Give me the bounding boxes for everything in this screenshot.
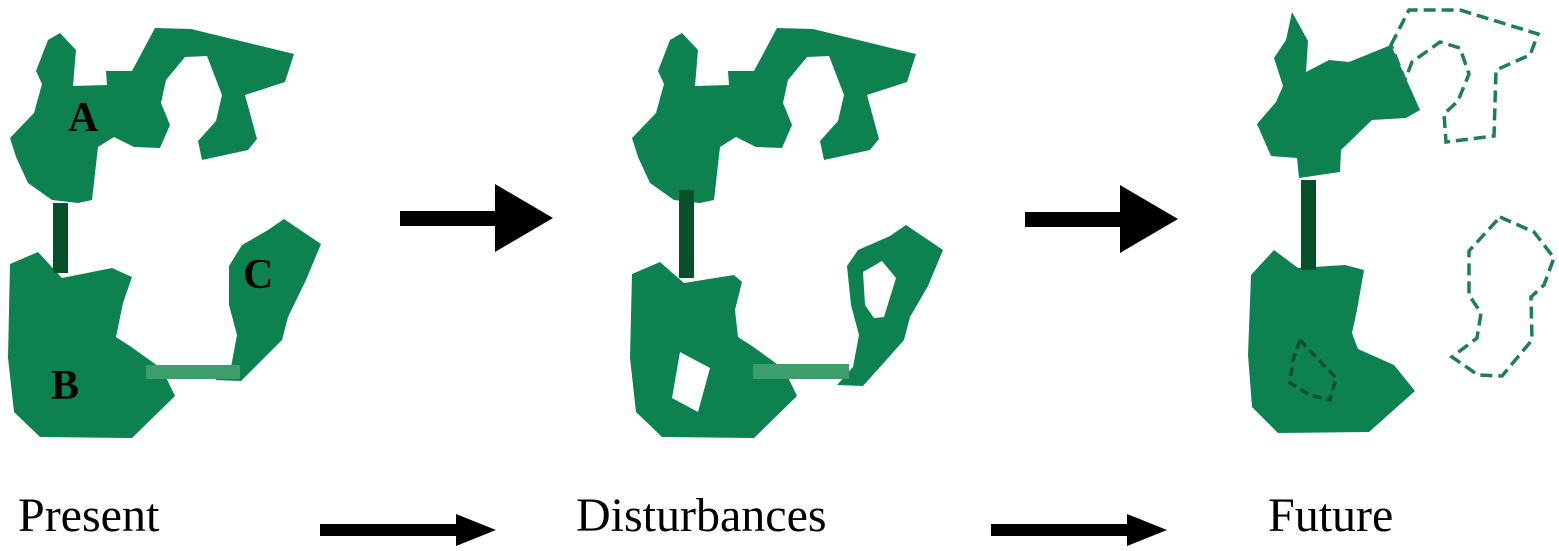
habitat-patch-c-disturbed — [837, 225, 943, 386]
stage-arrow-1 — [320, 510, 500, 550]
panel-future — [1248, 10, 1554, 433]
habitat-patch-b-disturbed — [630, 262, 797, 438]
habitat-patch-a — [632, 28, 916, 203]
arrow-present-to-disturbances — [400, 184, 553, 252]
corridor-a-b — [53, 203, 68, 273]
corridor-a-b — [1301, 180, 1316, 270]
patch-label-a: A — [68, 95, 99, 141]
corridor-a-b — [679, 190, 694, 278]
corridor-b-c — [753, 364, 849, 379]
lost-habitat-outline-c — [1452, 217, 1554, 376]
patch-label-b: B — [51, 363, 79, 409]
stage-label-disturbances: Disturbances — [576, 492, 827, 540]
lost-habitat-outline-a — [1391, 10, 1538, 142]
corridor-b-c — [146, 365, 240, 379]
panel-disturbances — [630, 28, 943, 438]
stage-label-present: Present — [18, 492, 159, 540]
patch-label-c: C — [243, 252, 273, 298]
habitat-patch-b-future — [1248, 250, 1415, 433]
habitat-patch-a — [10, 28, 294, 203]
habitat-patch-c — [215, 219, 321, 381]
arrow-disturbances-to-future — [1025, 185, 1178, 253]
stage-arrow-2 — [991, 510, 1171, 550]
habitat-patch-b — [8, 252, 175, 438]
panel-present: A B C — [8, 28, 321, 438]
stage-label-future: Future — [1268, 492, 1393, 540]
